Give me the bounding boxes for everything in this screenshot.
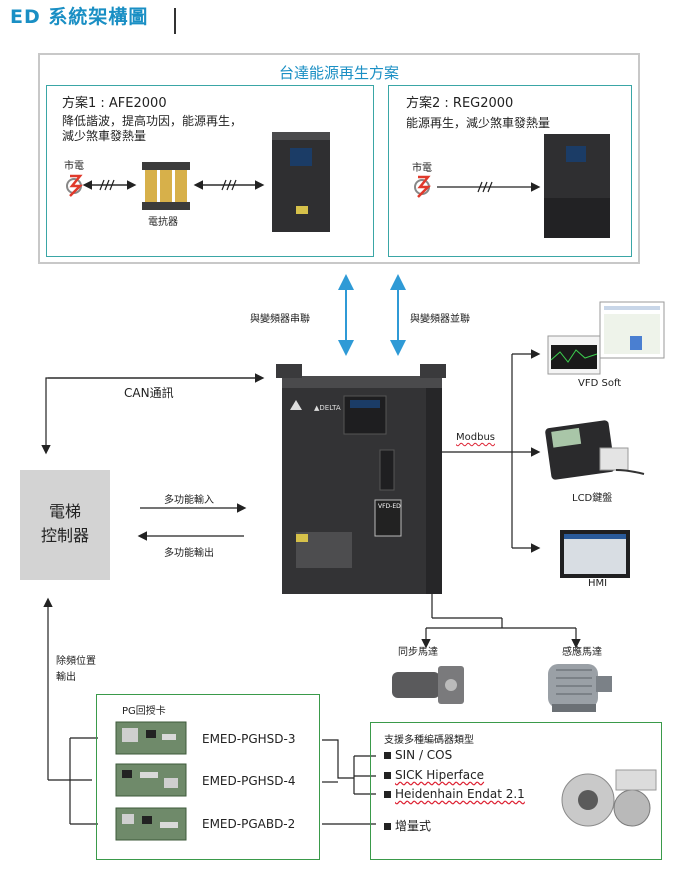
pg-card-image bbox=[115, 807, 187, 841]
scheme1-title: 方案1 : AFE2000 bbox=[62, 96, 167, 111]
controller-label-line1: 電梯 bbox=[48, 502, 81, 521]
drive-badge: VFD-ED bbox=[378, 503, 401, 510]
regen-title: 台達能源再生方案 bbox=[278, 64, 399, 82]
scheme1-desc-line2: 減少煞車發熱量 bbox=[62, 129, 147, 143]
encoder-types-title: 支援多種編碼器類型 bbox=[384, 735, 474, 746]
vfd-soft-screenshot bbox=[547, 301, 665, 375]
encoder-type-item: Heidenhain Endat 2.1 bbox=[384, 787, 525, 801]
multi-input-label: 多功能輸入 bbox=[164, 495, 214, 506]
scheme1-grid-label: 市電 bbox=[64, 161, 84, 172]
pg-card-title: PG回授卡 bbox=[122, 706, 166, 717]
encoder-type-label: SIN / COS bbox=[395, 748, 453, 762]
synchronous-motor-image bbox=[392, 666, 464, 704]
title-cursor bbox=[174, 8, 176, 34]
pg-card-box bbox=[96, 694, 320, 860]
can-label: CAN通訊 bbox=[124, 386, 174, 400]
vfd-soft-label: VFD Soft bbox=[578, 378, 622, 389]
multi-output-label: 多功能輸出 bbox=[164, 548, 214, 559]
freq-output-label-line1: 除頻位置 bbox=[56, 656, 96, 667]
controller-label-line2: 控制器 bbox=[40, 526, 89, 545]
bullet-icon bbox=[384, 791, 391, 798]
regen-solution-box bbox=[38, 53, 640, 264]
hmi-image bbox=[560, 530, 630, 578]
scheme2-box bbox=[388, 85, 632, 257]
lcd-keypad-image bbox=[545, 420, 645, 480]
power-grid-icon bbox=[414, 175, 432, 198]
page-title: ED 系統架構圖 bbox=[10, 6, 149, 28]
encoder-type-label: 增量式 bbox=[395, 819, 432, 833]
pg-card-model-1: EMED-PGHSD-3 bbox=[202, 732, 296, 746]
bullet-icon bbox=[384, 823, 391, 830]
encoder-image bbox=[561, 769, 657, 827]
encoder-types-box bbox=[370, 722, 662, 860]
reactor-label: 電抗器 bbox=[148, 217, 178, 228]
power-grid-icon bbox=[66, 174, 84, 197]
bullet-icon bbox=[384, 752, 391, 759]
afe2000-drive-image bbox=[272, 132, 330, 232]
scheme1-box bbox=[46, 85, 374, 257]
sync-motor-label: 同步馬達 bbox=[398, 647, 438, 658]
hmi-label: HMI bbox=[588, 578, 608, 589]
encoder-type-item: 增量式 bbox=[384, 817, 431, 834]
parallel-label: 與變頻器並聯 bbox=[410, 314, 470, 325]
lcd-keypad-label: LCD鍵盤 bbox=[572, 493, 613, 504]
scheme2-title: 方案2 : REG2000 bbox=[406, 96, 514, 111]
bullet-icon bbox=[384, 772, 391, 779]
encoder-type-label: Heidenhain Endat 2.1 bbox=[395, 787, 525, 801]
pg-card-image bbox=[115, 763, 187, 797]
scheme1-desc-line1: 降低諧波，提高功因，能源再生， bbox=[62, 114, 243, 128]
induction-motor-image bbox=[548, 664, 612, 712]
scheme2-desc: 能源再生，減少煞車發熱量 bbox=[406, 116, 551, 130]
encoder-type-item: SICK Hiperface bbox=[384, 768, 484, 782]
scheme2-grid-label: 市電 bbox=[412, 163, 432, 174]
modbus-label: Modbus bbox=[456, 432, 495, 443]
series-label: 與變頻器串聯 bbox=[250, 314, 310, 325]
elevator-controller-box: 電梯 控制器 bbox=[20, 470, 110, 580]
pg-card-image bbox=[115, 721, 187, 755]
pg-card-model-2: EMED-PGHSD-4 bbox=[202, 774, 296, 788]
reactor-icon bbox=[142, 162, 190, 210]
induction-motor-label: 感應馬達 bbox=[562, 647, 602, 658]
pg-card-model-3: EMED-PGABD-2 bbox=[202, 817, 296, 831]
freq-output-label-line2: 輸出 bbox=[56, 672, 76, 683]
reg2000-drive-image bbox=[544, 134, 610, 238]
vfd-ed-drive-image bbox=[276, 364, 446, 594]
encoder-type-label: SICK Hiperface bbox=[395, 768, 485, 782]
encoder-type-item: SIN / COS bbox=[384, 748, 452, 762]
delta-logo: ▲DELTA bbox=[314, 404, 341, 412]
